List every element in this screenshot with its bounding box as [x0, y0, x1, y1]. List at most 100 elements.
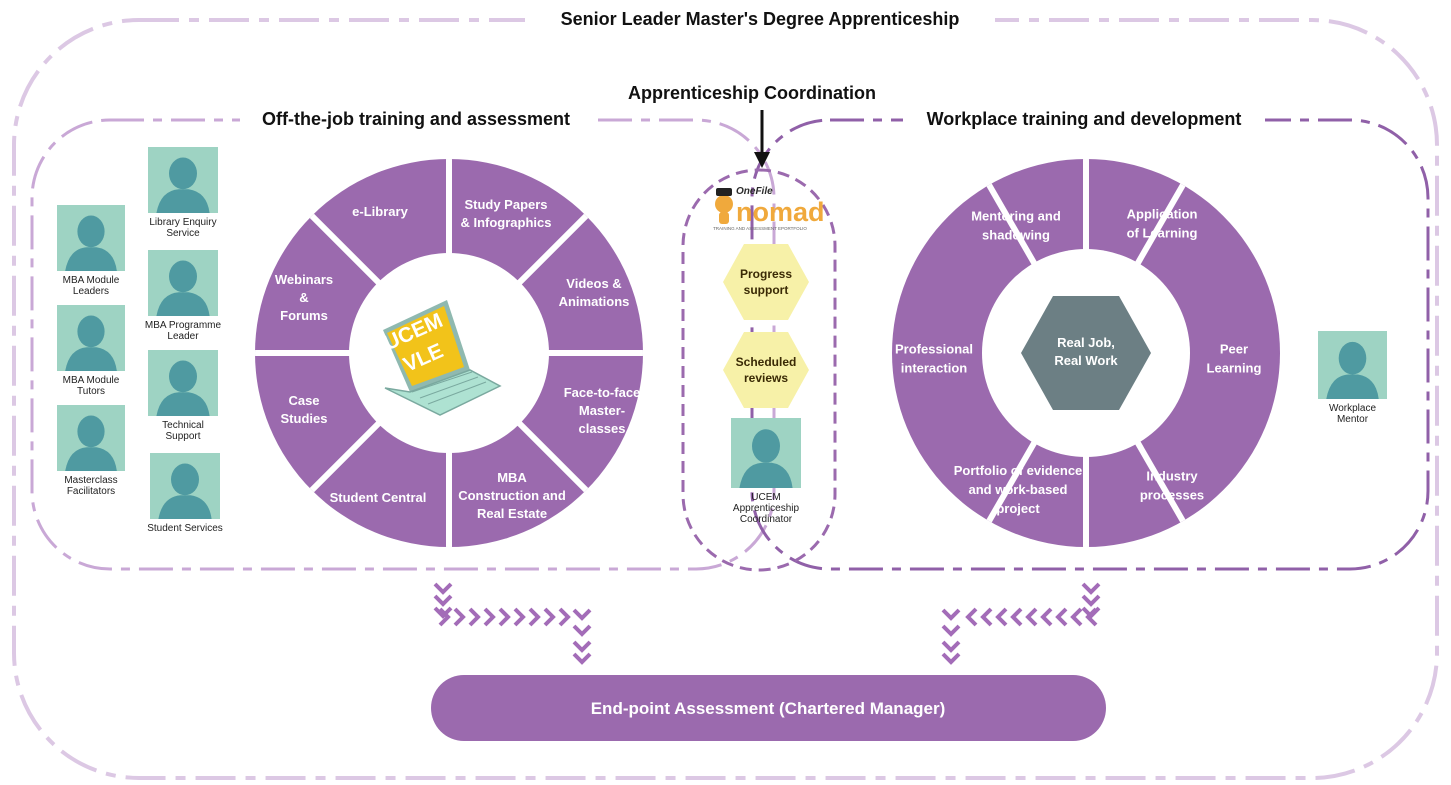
chevron-down-icon: [941, 640, 961, 653]
chevron-down-icon: [572, 652, 592, 665]
chevron-down-icon: [433, 594, 453, 607]
coordination-pill: [681, 168, 837, 572]
chevron-left-icon: [1070, 607, 1083, 627]
chevron-down-icon: [1081, 594, 1101, 607]
chevron-right-icon: [453, 607, 466, 627]
chevron-down-icon: [433, 582, 453, 595]
chevron-right-icon: [558, 607, 571, 627]
chevron-right-icon: [468, 607, 481, 627]
offjob-segment-1: Study Papers& Infographics: [460, 197, 551, 230]
person-head-icon: [752, 429, 780, 463]
offjob-segment-5: Student Central: [330, 490, 427, 505]
nomad-wordmark: nomad: [736, 197, 825, 227]
person-silhouette-icon: [156, 189, 210, 213]
chevron-down-icon: [1081, 582, 1101, 595]
chevron-down-icon: [572, 608, 592, 621]
chevron-right-icon: [483, 607, 496, 627]
coordination-arrow: [754, 110, 770, 168]
chevron-left-icon: [995, 607, 1008, 627]
offjob-title: Off-the-job training and assessment: [262, 109, 570, 129]
offjob-segment-2: Videos &Animations: [559, 276, 630, 309]
chevron-left-icon: [980, 607, 993, 627]
person-head-icon: [77, 215, 105, 248]
person-silhouette-icon: [65, 347, 117, 371]
chevron-left-icon: [965, 607, 978, 627]
workplace-wheel: [892, 159, 1280, 547]
chevron-left-icon: [1025, 607, 1038, 627]
staff-card-6: Student Services: [147, 453, 223, 534]
real-job-hexagon: [1021, 296, 1151, 410]
flow-chevrons: [433, 582, 1101, 665]
endpoint-assessment-bar: [431, 675, 1106, 741]
real-job-label: Real Job,Real Work: [1054, 335, 1118, 368]
coordination-title: Apprenticeship Coordination: [628, 83, 876, 103]
chevron-right-icon: [438, 607, 451, 627]
chevron-right-icon: [513, 607, 526, 627]
person-head-icon: [169, 260, 197, 293]
chevron-right-icon: [528, 607, 541, 627]
offjob-segment-labels: e-Library Study Papers& InfographicsVideo…: [275, 197, 640, 521]
outer-title: Senior Leader Master's Degree Apprentice…: [561, 9, 960, 29]
chevron-left-icon: [1055, 607, 1068, 627]
chevron-down-icon: [572, 624, 592, 637]
person-head-icon: [1338, 341, 1367, 375]
person-silhouette-icon: [156, 392, 210, 416]
person-silhouette-icon: [65, 247, 117, 271]
workplace-title-backdrop: [903, 106, 1265, 132]
chevron-left-icon: [1010, 607, 1023, 627]
person-head-icon: [169, 157, 197, 190]
chevron-right-icon: [543, 607, 556, 627]
person-head-icon: [77, 315, 105, 348]
offjob-title-backdrop: [240, 106, 592, 132]
person-silhouette-icon: [158, 495, 212, 519]
chevron-down-icon: [941, 652, 961, 665]
workplace-title: Workplace training and development: [927, 109, 1242, 129]
offjob-segment-7: Webinars&Forums: [275, 272, 333, 323]
chevron-down-icon: [941, 624, 961, 637]
nomad-tagline: TRAINING AND ASSESSMENT EPORTFOLIO: [713, 226, 807, 231]
person-head-icon: [171, 463, 199, 496]
chevron-down-icon: [433, 606, 453, 619]
endpoint-assessment-label: End-point Assessment (Chartered Manager): [591, 699, 946, 718]
chevron-down-icon: [941, 608, 961, 621]
chevron-down-icon: [572, 640, 592, 653]
offjob-segment-0: e-Library: [352, 204, 408, 219]
nomad-logo: OneFile nomad TRAINING AND ASSESSMENT EP…: [713, 186, 824, 231]
staff-card-6-label: Student Services: [147, 523, 223, 534]
person-silhouette-icon: [65, 447, 117, 471]
coordination-hexagon-1: [723, 332, 809, 408]
person-silhouette-icon: [739, 462, 793, 488]
person-head-icon: [77, 415, 105, 448]
person-silhouette-icon: [1326, 374, 1379, 399]
outer-title-backdrop: [525, 4, 995, 34]
